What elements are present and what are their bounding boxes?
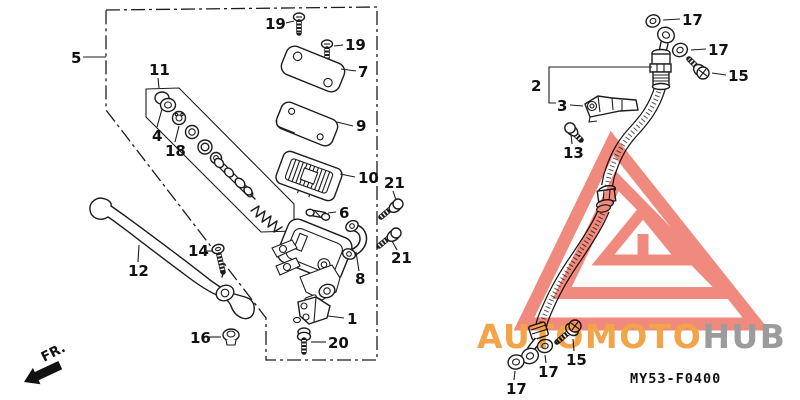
banjo-bolt-15a <box>686 56 710 80</box>
sealing-washer-17a <box>645 14 661 28</box>
callout-5: 5 <box>71 49 81 67</box>
sealing-washer-17d <box>507 354 525 370</box>
callout-15b: 15 <box>566 351 587 369</box>
callout-15a: 15 <box>728 67 749 85</box>
callout-19a: 19 <box>265 15 286 33</box>
bolt-21a <box>378 198 404 220</box>
diaphragm-plate-9 <box>275 101 339 147</box>
circlip-18 <box>171 110 187 126</box>
return-spring <box>250 205 283 233</box>
callout-3: 3 <box>557 97 567 115</box>
reservoir-cap-7 <box>280 45 346 93</box>
callout-20: 20 <box>328 334 349 352</box>
callout-17a: 17 <box>682 11 703 29</box>
callout-16: 16 <box>190 329 211 347</box>
callout-10: 10 <box>358 169 379 187</box>
brand-primary: AUTOMOTO <box>477 317 702 356</box>
callout-12: 12 <box>128 262 149 280</box>
callout-6: 6 <box>339 204 349 222</box>
bolt-13 <box>564 122 584 143</box>
clip-6 <box>305 208 331 221</box>
diaphragm-10 <box>275 150 343 202</box>
callout-17c: 17 <box>538 363 559 381</box>
triangle-outer <box>513 130 770 331</box>
sealing-washer-17b <box>671 42 689 58</box>
brake-lever-12 <box>89 197 255 320</box>
callout-2: 2 <box>531 77 541 95</box>
callout-7: 7 <box>358 63 368 81</box>
callout-19b: 19 <box>345 36 366 54</box>
front-arrow-icon <box>24 361 63 385</box>
master-piston <box>213 157 256 200</box>
callout-18: 18 <box>165 142 186 160</box>
callout-21b: 21 <box>391 249 412 267</box>
brake-switch-1 <box>293 296 331 325</box>
brand-wordmark: AUTOMOTOHUB <box>477 317 786 356</box>
pivot-bolt-14 <box>211 243 226 278</box>
callout-9: 9 <box>356 117 366 135</box>
piston-cup-seal <box>197 139 213 155</box>
callout-4: 4 <box>152 127 162 145</box>
piston-washer <box>184 124 200 140</box>
triangle-middle <box>552 170 742 299</box>
callout-11: 11 <box>149 61 170 79</box>
callout-17d: 17 <box>506 380 527 398</box>
assembly-boundary <box>105 6 378 361</box>
brand-secondary: HUB <box>702 317 786 356</box>
callout-13: 13 <box>563 144 584 162</box>
callout-1: 1 <box>347 310 357 328</box>
callout-21a: 21 <box>384 174 405 192</box>
callout-labels: 19 19 7 9 10 21 6 8 21 1 20 5 11 4 18 12… <box>71 11 749 398</box>
screw-19a <box>292 12 306 36</box>
sealing-washer-17c <box>536 338 554 354</box>
handlebar-clamp-8 <box>341 219 368 260</box>
hose-clamp-3 <box>584 95 639 123</box>
bolt-21b <box>376 227 402 249</box>
leader-lines <box>83 18 727 381</box>
callout-14: 14 <box>188 242 209 260</box>
screw-20 <box>296 327 312 355</box>
piston-boot-4 <box>154 91 177 113</box>
brand-triangle-logo <box>513 130 770 331</box>
pivot-nut-16 <box>222 328 240 346</box>
callout-8: 8 <box>355 270 365 288</box>
diagram-code: MY53-F0400 <box>630 371 721 387</box>
callout-17b: 17 <box>708 41 729 59</box>
